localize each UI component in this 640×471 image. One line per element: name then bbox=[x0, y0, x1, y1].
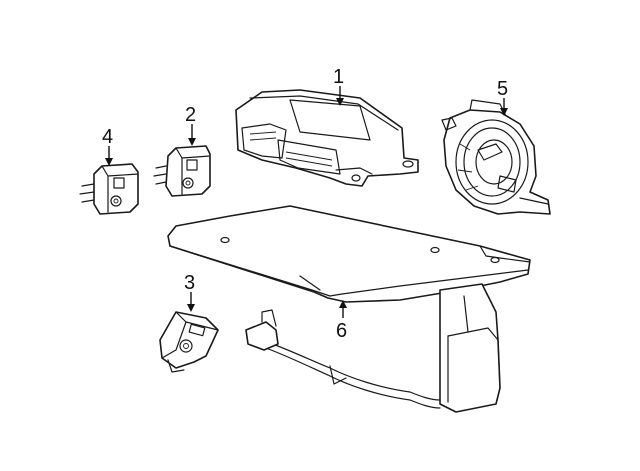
callout-3-leader bbox=[187, 292, 195, 312]
callout-2-label: 2 bbox=[185, 104, 196, 126]
callout-1-leader bbox=[336, 86, 344, 106]
part-5-clockspring bbox=[441, 99, 551, 215]
callout-2-leader bbox=[188, 124, 196, 146]
callout-5-label: 5 bbox=[497, 78, 508, 100]
callout-3-label: 3 bbox=[184, 272, 195, 294]
callout-6-label: 6 bbox=[336, 320, 347, 342]
callout-1-label: 1 bbox=[333, 66, 344, 88]
callout-6-leader bbox=[339, 300, 347, 318]
callout-4-leader bbox=[105, 146, 113, 166]
part-4-sensor bbox=[79, 163, 139, 215]
part-6-airbag-panel bbox=[167, 205, 531, 413]
callout-4-label: 4 bbox=[102, 126, 113, 148]
part-2-sensor bbox=[153, 145, 211, 197]
part-1-control-module bbox=[235, 89, 419, 187]
part-3-impact-sensor bbox=[159, 311, 219, 373]
callout-5-leader bbox=[500, 98, 508, 116]
